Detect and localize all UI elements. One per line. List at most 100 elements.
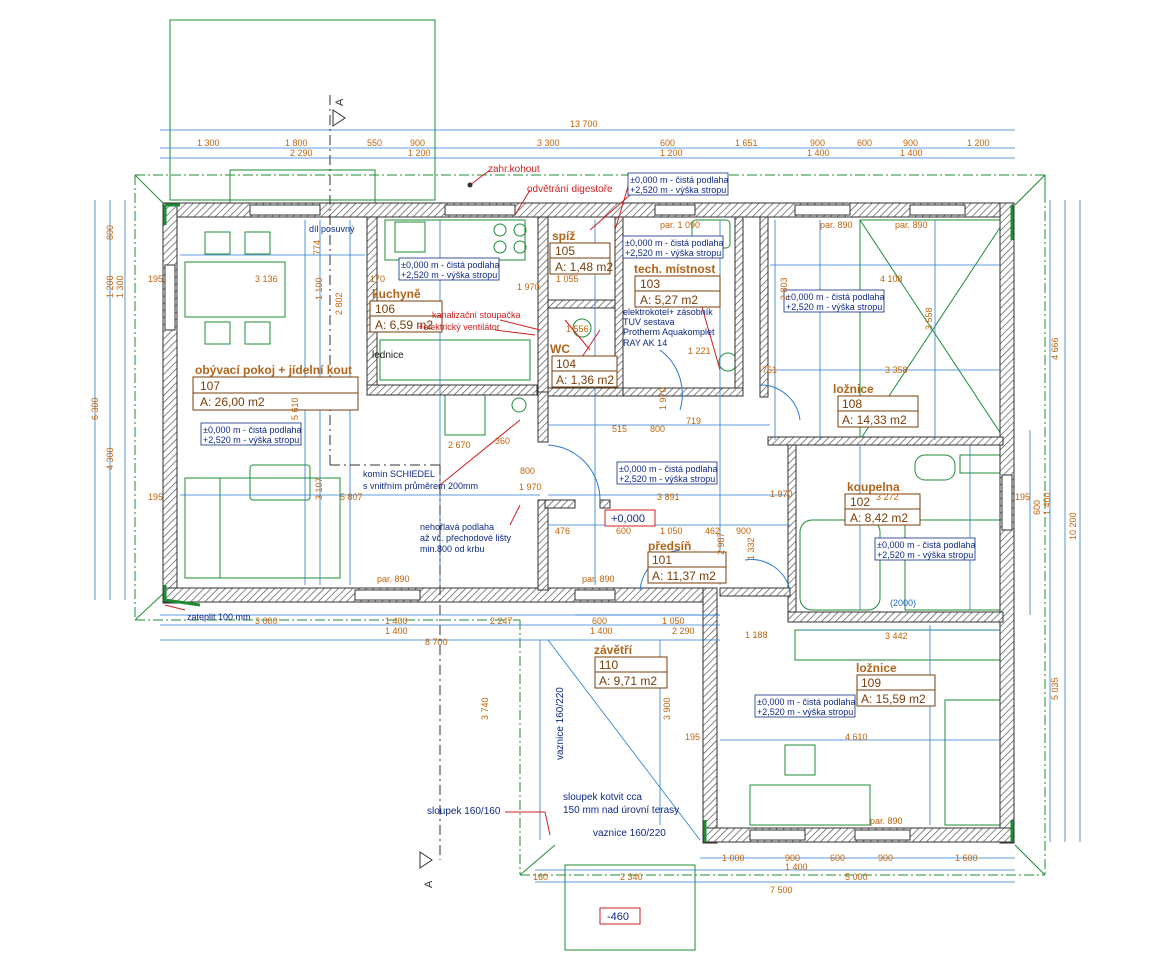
dim: 1 400: [385, 626, 408, 636]
dim: 6 300: [90, 397, 100, 420]
dim: 3 000: [255, 616, 278, 626]
dim: 1 300: [197, 138, 220, 148]
note-insulation: zateplit 100 mm: [187, 612, 251, 622]
dim: 800: [105, 225, 115, 240]
dim: 195: [148, 274, 163, 284]
dim: 1 970: [658, 387, 668, 410]
note-floor-3: min.800 od krbu: [420, 544, 485, 554]
floor-note-line2: +2,520 m - výška stropu: [401, 270, 497, 280]
dim: 800: [650, 424, 665, 434]
room-number: 110: [599, 658, 618, 672]
dim: 600: [1032, 500, 1042, 515]
room-name: obývací pokoj + jídelní kout: [195, 363, 352, 377]
room-106: kuchyně 106 A: 6,59 m2: [372, 287, 433, 332]
dim: 900: [736, 526, 751, 536]
dim: 3 107: [314, 477, 324, 500]
dim: 600: [592, 616, 607, 626]
room-area: A: 9,71 m2: [599, 674, 657, 688]
windows: [164, 204, 1013, 841]
dim: 1 600: [955, 853, 978, 863]
dim: 1 400: [590, 626, 613, 636]
floor-note-line1: ±0,000 m - čistá podlaha: [401, 260, 500, 270]
dim: 3 136: [255, 274, 278, 284]
dim: 1 200: [967, 138, 990, 148]
level-zero: +0,000: [611, 513, 645, 525]
wall-west: [162, 202, 178, 604]
dim: 600: [660, 138, 675, 148]
floor-note-line2: +2,520 m - výška stropu: [630, 185, 726, 195]
room-name: WC: [550, 342, 570, 356]
leader-lines: [164, 169, 721, 836]
dim: 1 556: [566, 324, 589, 334]
dim: 1 400: [1042, 492, 1052, 515]
floor-note-line1: ±0,000 m - čistá podlaha: [786, 292, 885, 302]
dim: 5 035: [1050, 677, 1060, 700]
dim: 4 666: [1050, 337, 1060, 360]
room-name: kuchyně: [372, 287, 421, 301]
note-boiler-1: elektrokotel+ zásobník: [623, 307, 713, 317]
terrace-north: [169, 19, 436, 201]
dim: 10 200: [1068, 512, 1078, 540]
dim: par. 890: [820, 220, 853, 230]
note-post: sloupek 160/160: [427, 806, 501, 817]
room-number: 102: [850, 495, 870, 509]
wall-south-left: [162, 587, 714, 603]
room-102: koupelna 102 A: 8,42 m2: [847, 480, 908, 525]
room-area: A: 15,59 m2: [861, 692, 926, 706]
note-anchor-1: sloupek kotvit cca: [563, 792, 642, 803]
dim: 1 651: [735, 138, 758, 148]
roof-outlines: [134, 19, 1046, 951]
note-sliding: díl posuvný: [309, 224, 355, 234]
level-terrace: -460: [607, 911, 629, 923]
floor-note-line1: ±0,000 m - čistá podlaha: [877, 540, 976, 550]
dims-right: 4 666 5 035 10 200 600 1 400: [1032, 337, 1078, 700]
room-105: spíž 105 A: 1,48 m2: [552, 229, 613, 274]
dim: 1 050: [660, 526, 683, 536]
dim: par. 890: [377, 574, 410, 584]
dim: 515: [612, 424, 627, 434]
floor-note-line2: +2,520 m - výška stropu: [786, 302, 882, 312]
section-mark-top: A: [334, 98, 346, 106]
dim: 1 000: [722, 853, 745, 863]
floor-note-line2: +2,520 m - výška stropu: [625, 248, 721, 258]
note-floor-2: až vč. přechodové lišty: [420, 533, 512, 543]
note-chimney-1: komín SCHIEDEL: [363, 469, 435, 479]
wall-south-inner: [702, 587, 718, 844]
room-name: závětří: [594, 643, 633, 657]
dim: 2 340: [620, 872, 643, 882]
dim: 900: [410, 138, 425, 148]
room-label-boxes: [192, 242, 936, 707]
dim-total: 7 500: [770, 885, 793, 895]
dim: 1 400: [785, 862, 808, 872]
room-area: A: 5,27 m2: [640, 293, 698, 307]
dim: 2 987: [716, 532, 726, 555]
floor-notes: ±0,000 m - čistá podlaha +2,520 m - výšk…: [203, 175, 976, 717]
dim: 5 610: [290, 397, 300, 420]
terrace-level-box: [599, 907, 641, 925]
room-number: 103: [640, 277, 660, 291]
dim: 5 807: [340, 492, 363, 502]
room-area: A: 11,37 m2: [652, 569, 716, 583]
dim: 4 108: [880, 274, 903, 284]
floor-note-line1: ±0,000 m - čistá podlaha: [757, 697, 856, 707]
dim: 195: [148, 492, 163, 502]
floor-note-line1: ±0,000 m - čistá podlaha: [203, 425, 302, 435]
dim-total: 13 700: [570, 119, 598, 129]
room-110: závětří 110 A: 9,71 m2: [594, 643, 657, 688]
room-name: ložnice: [833, 382, 874, 396]
dim: 1 055: [556, 274, 579, 284]
dim: 2 290: [672, 626, 695, 636]
dim: 3 300: [537, 138, 560, 148]
annotations: zahr.kohout odvětrání digestoře díl posu…: [187, 98, 916, 923]
section-markers: [332, 109, 433, 869]
dim: 1 970: [770, 489, 793, 499]
dim: 4 610: [845, 732, 868, 742]
dim: par. 890: [582, 574, 615, 584]
dim: 900: [810, 138, 825, 148]
dim: 360: [495, 436, 510, 446]
dim: 2 803: [779, 277, 789, 300]
dim: 3 358: [885, 365, 908, 375]
floor-note-line2: +2,520 m - výška stropu: [757, 707, 853, 717]
dim: par. 1 090: [660, 220, 700, 230]
